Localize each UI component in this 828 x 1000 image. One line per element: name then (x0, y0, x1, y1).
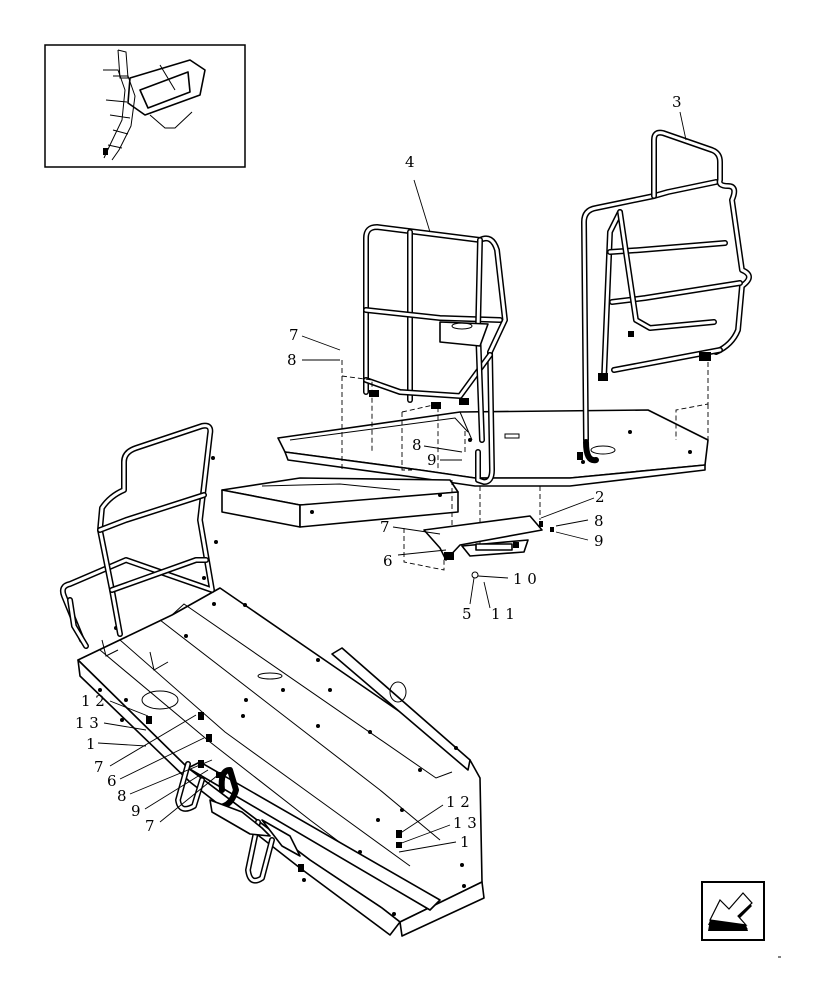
callout-3: 3 (672, 93, 682, 111)
callout-7: 7 (380, 518, 390, 536)
callout-7: 7 (289, 326, 299, 344)
upper-alignment-lines (341, 360, 709, 571)
callout-7: 7 (145, 817, 155, 835)
step-bracket-2[interactable] (423, 515, 554, 579)
callout-11: 1 1 (491, 605, 515, 623)
upper-deck-side (284, 451, 706, 487)
callout-4: 4 (405, 153, 415, 171)
page-navigation-arrow-icon[interactable] (701, 881, 765, 941)
callout-12: 1 2 (446, 793, 470, 811)
upper-platform-assembly (221, 409, 709, 528)
callout-9: 9 (594, 532, 604, 550)
callout-12: 1 2 (81, 692, 105, 710)
ramp-left-wall (77, 659, 401, 936)
callout-10: 1 0 (513, 570, 537, 588)
callout-8: 8 (412, 436, 422, 454)
machine-overview-thumbnail[interactable] (44, 44, 246, 168)
lower-handrail[interactable] (59, 422, 218, 649)
callout-labels: 3 4 7 8 8 9 2 7 8 9 6 1 0 5 1 1 1 2 1 3 … (75, 93, 682, 851)
callout-6: 6 (107, 772, 117, 790)
callout-1: 1 (86, 735, 96, 753)
ramp-lower-beam (187, 761, 441, 911)
ramp-right-lip (331, 647, 471, 771)
callout-13: 1 3 (75, 714, 99, 732)
callout-9: 9 (427, 451, 437, 469)
lower-platform-assembly (77, 587, 485, 937)
callout-6: 6 (383, 552, 393, 570)
callout-5: 5 (462, 605, 472, 623)
ramp-right-wall (399, 881, 485, 937)
callout-9: 9 (131, 802, 141, 820)
callout-2: 2 (595, 488, 605, 506)
callout-1: 1 (460, 833, 470, 851)
handrail-4[interactable] (363, 224, 508, 485)
callout-8: 8 (594, 512, 604, 530)
ramp-top (77, 587, 483, 923)
leader-lines (97, 111, 687, 853)
callout-13: 1 3 (453, 814, 477, 832)
callout-8: 8 (117, 787, 127, 805)
handrail-3[interactable] (577, 129, 752, 464)
callout-8: 8 (287, 351, 297, 369)
callout-7: 7 (94, 758, 104, 776)
step-block-side (299, 491, 459, 528)
